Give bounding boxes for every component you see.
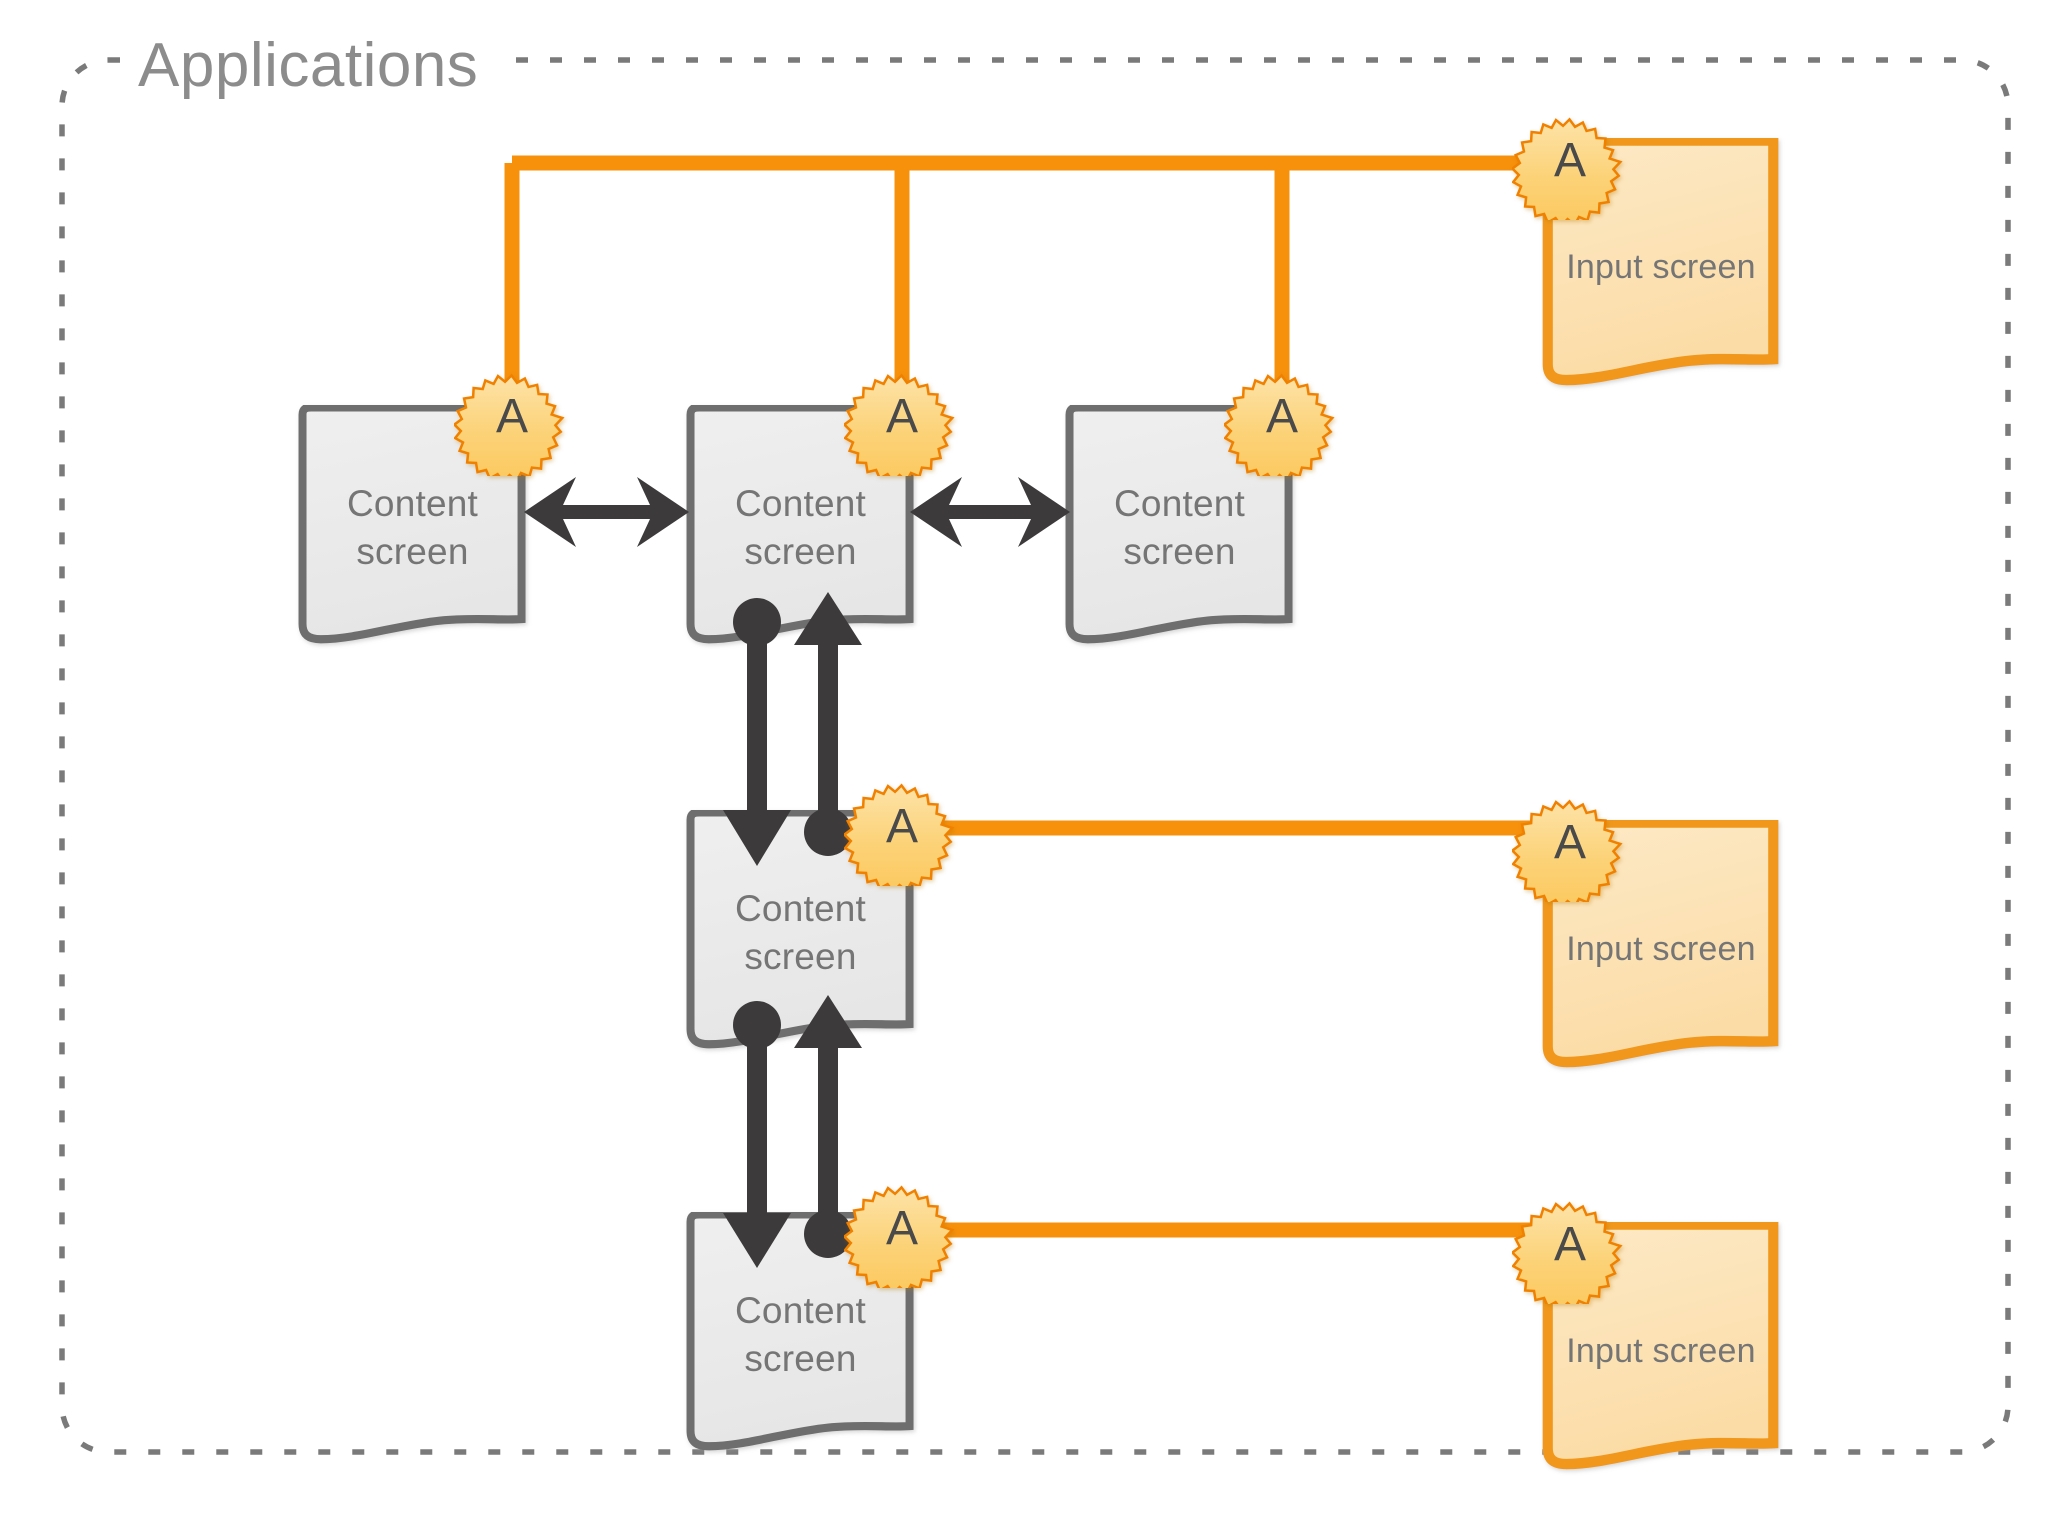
link-cs2-cs4-down bbox=[723, 598, 791, 866]
link-cs4-cs5-up bbox=[794, 995, 862, 1258]
arrow-cs1-cs2 bbox=[524, 477, 689, 547]
badge-group bbox=[454, 118, 1622, 1304]
arrow-cs2-cs3 bbox=[910, 477, 1070, 547]
application-bus bbox=[504, 155, 1570, 418]
link-cs4-cs5-down bbox=[723, 1001, 791, 1268]
link-cs2-cs4-up bbox=[794, 592, 862, 856]
group-title: Applications bbox=[128, 35, 495, 97]
applications-group-border bbox=[59, 57, 2011, 1455]
